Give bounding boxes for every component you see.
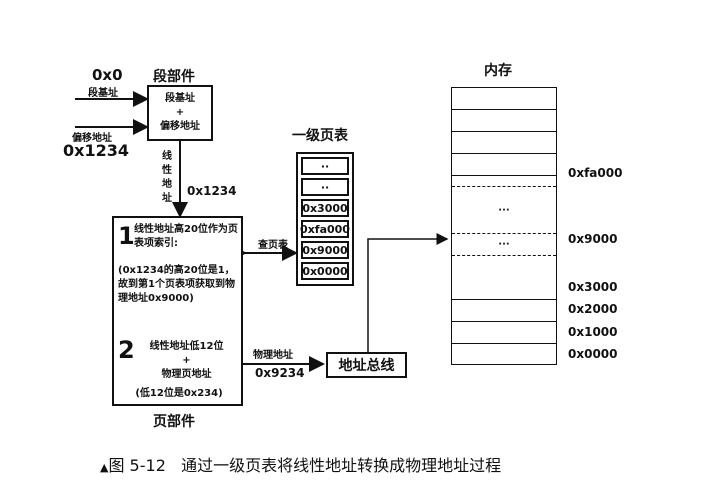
- memory-address: 0x2000: [568, 302, 618, 316]
- memory-gap-upper: ···: [452, 186, 556, 234]
- segment-box-offset: 偏移地址: [160, 121, 200, 132]
- memory-address: 0xfa000: [568, 166, 623, 180]
- step2-plus: +: [182, 355, 191, 366]
- memory-block: ··· ···: [451, 87, 557, 365]
- segment-unit-box: 段基址 + 偏移地址: [147, 85, 213, 141]
- step1-text: 线性地址高20位作为页表项索引:: [134, 224, 238, 249]
- linear-char: 地: [162, 179, 172, 190]
- page-table-title: 一级页表: [292, 128, 348, 144]
- step2-line2: 物理页地址: [161, 369, 212, 380]
- memory-address: 0x0000: [568, 347, 618, 361]
- memory-row: [452, 300, 556, 322]
- page-table-entry: ··: [301, 157, 349, 175]
- memory-address: 0x3000: [568, 280, 618, 294]
- segment-box-base: 段基址: [165, 93, 195, 104]
- memory-row: [452, 154, 556, 176]
- memory-address: 0x1000: [568, 325, 618, 339]
- memory-address: 0x9000: [568, 232, 618, 246]
- memory-title: 内存: [484, 63, 512, 79]
- linear-char: 址: [162, 193, 172, 204]
- linear-address-label: 线 性 地 址: [161, 150, 173, 206]
- memory-row: [452, 322, 556, 344]
- page-unit-box: 1 线性地址高20位作为页表项索引: (0x1234的高20位是1，故到第1个页…: [112, 216, 243, 406]
- page-table-entry: ··: [301, 178, 349, 196]
- physical-address-value: 0x9234: [255, 366, 305, 380]
- page-table-entry: 0x0000: [301, 262, 349, 280]
- page-table: ·· ·· 0x3000 0xfa000 0x9000 0x0000: [296, 152, 354, 286]
- page-unit-title: 页部件: [153, 414, 195, 430]
- memory-row: [452, 176, 556, 186]
- page-table-entry: 0x3000: [301, 199, 349, 217]
- segment-base-value: 0x0: [92, 66, 123, 84]
- step2-line1: 线性地址低12位: [149, 341, 224, 352]
- segment-unit-title: 段部件: [153, 69, 195, 85]
- segment-box-plus: +: [175, 107, 185, 118]
- address-bus-box: 地址总线: [326, 352, 407, 378]
- bus-to-memory-arrow: [367, 233, 449, 352]
- memory-row: [452, 132, 556, 154]
- caption-text: 通过一级页表将线性地址转换成物理地址过程: [181, 456, 502, 475]
- step1-number: 1: [118, 222, 135, 250]
- memory-row: [452, 88, 556, 110]
- step2-text: 线性地址低12位 + 物理页地址: [134, 340, 239, 382]
- caption-marker: ▲: [100, 461, 109, 474]
- linear-char: 性: [162, 165, 172, 176]
- page-table-entry: 0x9000: [301, 241, 349, 259]
- step1-detail: (0x1234的高20位是1，故到第1个页表项获取到物理地址0x9000): [118, 265, 235, 304]
- memory-row: [452, 344, 556, 366]
- figure-caption: ▲图 5-12 通过一级页表将线性地址转换成物理地址过程: [100, 452, 501, 476]
- memory-row: [452, 278, 556, 300]
- linear-char: 线: [162, 151, 172, 162]
- caption-figure: 图 5-12: [108, 456, 166, 475]
- page-table-entry: 0xfa000: [300, 220, 350, 238]
- step2-detail: (低12位是0x234): [135, 388, 223, 399]
- memory-gap-lower: ···: [452, 234, 556, 256]
- step2-number: 2: [118, 336, 135, 364]
- lookup-label: 查页表: [258, 240, 288, 251]
- segment-base-label: 段基址: [88, 88, 118, 99]
- offset-label: 偏移地址: [72, 133, 112, 144]
- physical-address-label: 物理地址: [253, 350, 293, 361]
- offset-value: 0x1234: [63, 141, 129, 160]
- linear-address-value: 0x1234: [187, 184, 237, 198]
- memory-row: [452, 110, 556, 132]
